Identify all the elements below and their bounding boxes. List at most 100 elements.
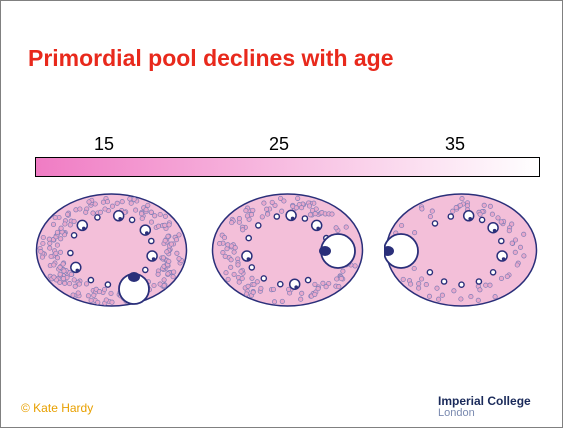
primordial-follicle (223, 254, 227, 258)
oocyte (145, 231, 149, 235)
primordial-follicle (505, 274, 509, 278)
primordial-follicle (63, 222, 67, 226)
primordial-follicle (232, 272, 236, 276)
imperial-college-logo: Imperial College London (438, 395, 531, 419)
primordial-follicle (408, 282, 412, 286)
primordial-follicle (91, 211, 95, 215)
primordial-follicle (452, 289, 456, 293)
primordial-follicle (237, 216, 241, 220)
primordial-follicle (53, 215, 57, 219)
primordial-follicle (271, 287, 275, 291)
primordial-follicle (158, 212, 162, 216)
primordial-follicle (458, 203, 462, 207)
primordial-follicle (286, 287, 290, 291)
primordial-follicle (515, 263, 519, 267)
primordial-follicle (129, 201, 133, 205)
primordial-follicle (146, 203, 150, 207)
logo-line-2: London (438, 408, 531, 419)
primordial-follicle (63, 281, 67, 285)
small-follicle (246, 236, 251, 241)
small-follicle (432, 221, 437, 226)
ovary-age-25 (210, 191, 365, 309)
primordial-follicle (163, 223, 167, 227)
primordial-follicle (412, 231, 416, 235)
primordial-follicle (96, 300, 100, 304)
primordial-follicle (518, 245, 522, 249)
primordial-follicle (40, 255, 44, 259)
primordial-follicle (337, 284, 341, 288)
primordial-follicle (262, 201, 266, 205)
primordial-follicle (98, 210, 102, 214)
small-follicle (261, 276, 266, 281)
primordial-follicle (115, 201, 119, 205)
primordial-follicle (513, 238, 517, 242)
copyright-credit: © Kate Hardy (21, 401, 93, 415)
small-follicle (302, 216, 307, 221)
small-follicle (88, 278, 93, 283)
oocyte (247, 257, 251, 261)
primordial-follicle (484, 283, 488, 287)
primordial-follicle (436, 297, 440, 301)
primordial-follicle (47, 237, 51, 241)
primordial-follicle (255, 280, 259, 284)
small-follicle (95, 215, 100, 220)
age-label-15: 15 (94, 134, 114, 155)
age-label-25: 25 (269, 134, 289, 155)
primordial-follicle (299, 297, 303, 301)
primordial-follicle (460, 196, 464, 200)
primordial-follicle (153, 214, 157, 218)
primordial-follicle (76, 291, 80, 295)
primordial-follicle (244, 208, 248, 212)
primordial-follicle (454, 205, 458, 209)
primordial-follicle (249, 212, 253, 216)
primordial-follicle (272, 300, 276, 304)
cumulus-oophorus (128, 272, 140, 282)
primordial-follicle (334, 226, 338, 230)
primordial-follicle (229, 258, 233, 262)
oocyte (76, 269, 80, 273)
primordial-follicle (222, 235, 226, 239)
primordial-follicle (175, 251, 179, 255)
primordial-follicle (313, 212, 317, 216)
primordial-follicle (166, 272, 170, 276)
small-follicle (249, 265, 254, 270)
primordial-follicle (48, 246, 52, 250)
small-follicle (143, 267, 148, 272)
primordial-follicle (335, 277, 339, 281)
primordial-follicle (54, 251, 58, 255)
primordial-follicle (110, 300, 114, 304)
primordial-follicle (167, 259, 171, 263)
primordial-follicle (229, 265, 233, 269)
ovary-outline (37, 194, 187, 306)
primordial-follicle (245, 214, 249, 218)
primordial-follicle (65, 212, 69, 216)
primordial-follicle (478, 212, 482, 216)
slide-title: Primordial pool declines with age (28, 45, 394, 72)
primordial-follicle (105, 200, 109, 204)
small-follicle (68, 250, 73, 255)
primordial-follicle (156, 224, 160, 228)
primordial-follicle (163, 238, 167, 242)
small-follicle (149, 238, 154, 243)
primordial-follicle (259, 286, 263, 290)
primordial-follicle (104, 298, 108, 302)
primordial-follicle (55, 243, 59, 247)
primordial-follicle (240, 276, 244, 280)
small-follicle (130, 217, 135, 222)
small-follicle (274, 214, 279, 219)
primordial-follicle (84, 210, 88, 214)
primordial-follicle (499, 276, 503, 280)
primordial-follicle (417, 282, 421, 286)
oocyte (502, 257, 506, 261)
primordial-follicle (499, 220, 503, 224)
primordial-follicle (244, 292, 248, 296)
cumulus-oophorus (319, 246, 331, 256)
primordial-follicle (139, 212, 143, 216)
primordial-follicle (488, 283, 492, 287)
primordial-follicle (280, 209, 284, 213)
oocyte (493, 229, 497, 233)
primordial-follicle (236, 263, 240, 267)
small-follicle (476, 279, 481, 284)
primordial-follicle (87, 200, 91, 204)
age-gradient-bar (35, 157, 540, 177)
